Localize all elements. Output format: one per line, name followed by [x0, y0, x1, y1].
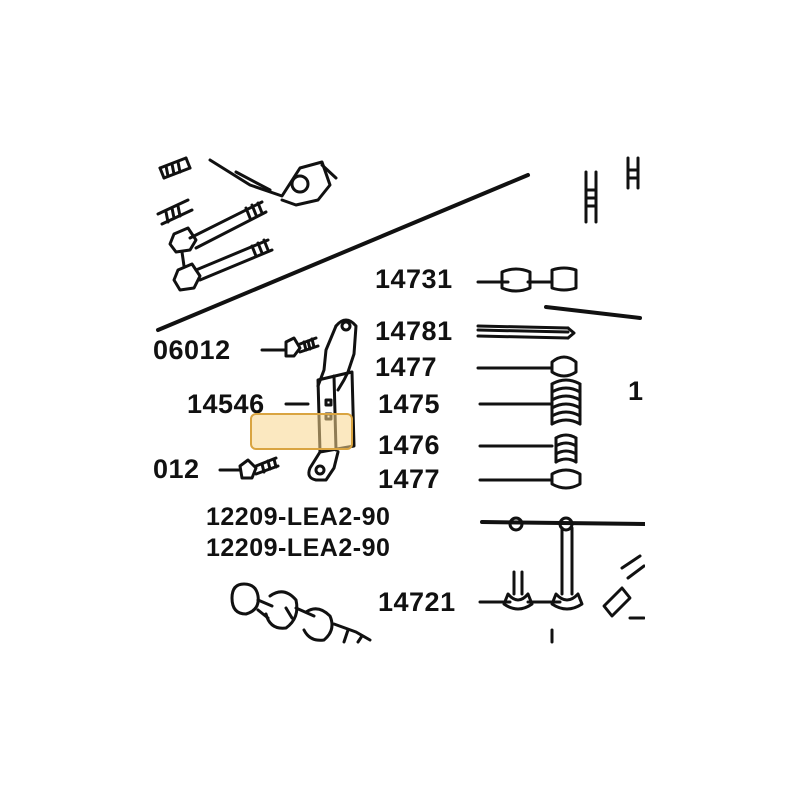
- outer-valve-spring: [550, 378, 582, 426]
- stud-1: [158, 156, 192, 180]
- head-fragment-top-left: [208, 158, 338, 207]
- leader-12209: [480, 520, 647, 526]
- part-number-06012: 06012: [153, 335, 231, 365]
- stud-top-right-1: [584, 170, 598, 224]
- part-number-14731: 14731: [375, 264, 453, 294]
- part-number-14781: 14781: [375, 316, 453, 346]
- part-number-1477-lower: 1477: [378, 464, 441, 494]
- long-bolt-2: [172, 238, 274, 292]
- bolt-012: [238, 456, 280, 480]
- valve-far-right: [602, 554, 646, 620]
- part-number-14546: 14546: [187, 389, 265, 419]
- part-number-partial-right: 1: [628, 376, 644, 406]
- part-number-14721: 14721: [378, 587, 456, 617]
- retainer-upper: [550, 355, 578, 378]
- part-number-1476: 1476: [378, 430, 441, 460]
- valve-seal-right: [558, 516, 574, 532]
- crop-left: [0, 0, 153, 800]
- stud-top-right-2: [626, 156, 640, 190]
- leader-14781: [476, 328, 570, 334]
- section-boundary-line: [156, 173, 530, 332]
- crop-right: [645, 0, 800, 800]
- camshaft: [230, 582, 372, 644]
- selected-part-highlight[interactable]: [250, 413, 353, 450]
- part-number-1477-upper: 1477: [375, 352, 438, 382]
- bolt-06012: [284, 336, 320, 358]
- part-number-camshaft-a: 12209-LEA2-90: [206, 503, 391, 531]
- valve-collet-left: [500, 267, 532, 293]
- spring-seat-lower: [550, 468, 582, 490]
- valve-left: [502, 570, 534, 611]
- rocker-bracket: [307, 318, 358, 482]
- part-number-012: 012: [153, 454, 200, 484]
- frame-edge-right: [544, 305, 642, 320]
- part-number-1475: 1475: [378, 389, 441, 419]
- valve-seal-left: [508, 516, 524, 532]
- inner-valve-spring: [554, 433, 578, 464]
- valve-right: [550, 526, 584, 611]
- long-bolt-1: [168, 200, 268, 254]
- part-number-camshaft-b: 12209-LEA2-90: [206, 534, 391, 562]
- shaft-14781: [476, 324, 576, 340]
- valve-collet-right: [550, 266, 578, 292]
- stud-2: [156, 198, 194, 226]
